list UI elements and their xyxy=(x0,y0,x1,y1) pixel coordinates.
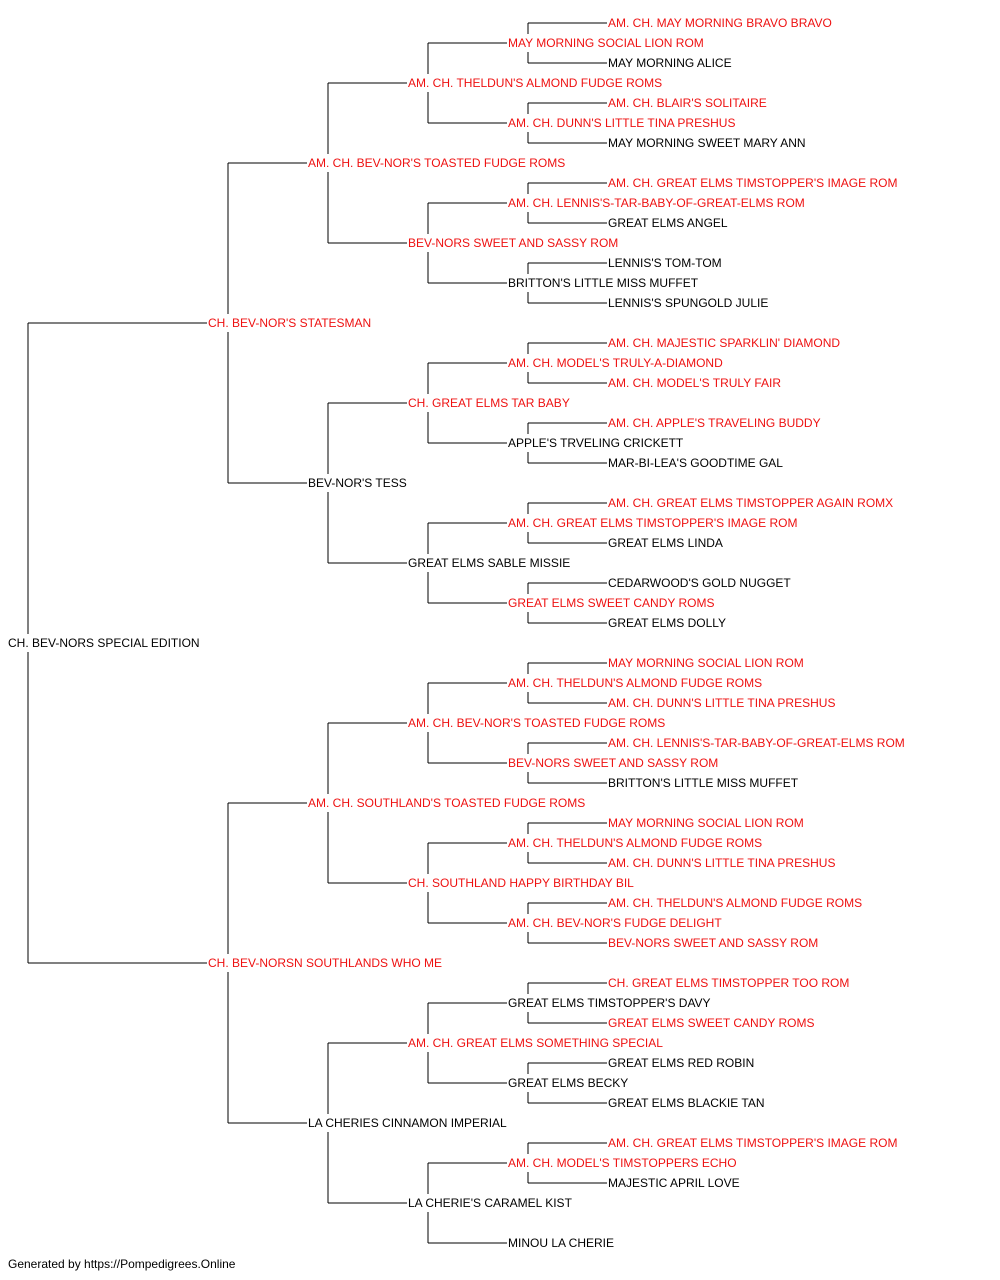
dog-name-gen5: AM. CH. MAJESTIC SPARKLIN' DIAMOND xyxy=(608,336,840,350)
generated-by-footer: Generated by https://Pompedigrees.Online xyxy=(8,1257,236,1271)
dog-name-gen3: AM. CH. THELDUN'S ALMOND FUDGE ROMS xyxy=(408,76,662,90)
dog-name-gen4: AM. CH. GREAT ELMS TIMSTOPPER'S IMAGE RO… xyxy=(508,516,797,530)
dog-name-gen5: GREAT ELMS DOLLY xyxy=(608,616,726,630)
dog-name-gen1: CH. BEV-NORSN SOUTHLANDS WHO ME xyxy=(208,956,442,970)
dog-name-gen3: BEV-NORS SWEET AND SASSY ROM xyxy=(408,236,618,250)
dog-name-gen5: CH. GREAT ELMS TIMSTOPPER TOO ROM xyxy=(608,976,849,990)
dog-name-gen5: AM. CH. MODEL'S TRULY FAIR xyxy=(608,376,781,390)
dog-name-gen4: AM. CH. MODEL'S TRULY-A-DIAMOND xyxy=(508,356,723,370)
dog-name-gen5: BRITTON'S LITTLE MISS MUFFET xyxy=(608,776,799,790)
dog-name-gen5: AM. CH. APPLE'S TRAVELING BUDDY xyxy=(608,416,821,430)
dog-name-gen4: AM. CH. BEV-NOR'S FUDGE DELIGHT xyxy=(508,916,722,930)
dog-name-gen5: AM. CH. GREAT ELMS TIMSTOPPER'S IMAGE RO… xyxy=(608,176,897,190)
dog-name-gen5: AM. CH. MAY MORNING BRAVO BRAVO xyxy=(608,16,832,30)
dog-name-gen1: CH. BEV-NOR'S STATESMAN xyxy=(208,316,371,330)
dog-name-gen5: AM. CH. DUNN'S LITTLE TINA PRESHUS xyxy=(608,696,835,710)
dog-name-gen5: MAR-BI-LEA'S GOODTIME GAL xyxy=(608,456,783,470)
dog-name-gen4: GREAT ELMS TIMSTOPPER'S DAVY xyxy=(508,996,711,1010)
dog-name-gen4: AM. CH. THELDUN'S ALMOND FUDGE ROMS xyxy=(508,676,762,690)
dog-name-gen0: CH. BEV-NORS SPECIAL EDITION xyxy=(8,636,200,650)
dog-name-gen5: MAY MORNING SOCIAL LION ROM xyxy=(608,816,804,830)
dog-name-gen5: LENNIS'S TOM-TOM xyxy=(608,256,722,270)
dog-name-gen5: AM. CH. BLAIR'S SOLITAIRE xyxy=(608,96,767,110)
dog-name-gen4: APPLE'S TRVELING CRICKETT xyxy=(508,436,684,450)
dog-name-gen4: AM. CH. MODEL'S TIMSTOPPERS ECHO xyxy=(508,1156,737,1170)
dog-name-gen4: AM. CH. DUNN'S LITTLE TINA PRESHUS xyxy=(508,116,735,130)
dog-name-gen4: MAY MORNING SOCIAL LION ROM xyxy=(508,36,704,50)
dog-name-gen3: LA CHERIE'S CARAMEL KIST xyxy=(408,1196,573,1210)
dog-name-gen3: AM. CH. GREAT ELMS SOMETHING SPECIAL xyxy=(408,1036,663,1050)
dog-name-gen4: MINOU LA CHERIE xyxy=(508,1236,614,1250)
dog-name-gen2: BEV-NOR'S TESS xyxy=(308,476,407,490)
dog-name-gen4: BEV-NORS SWEET AND SASSY ROM xyxy=(508,756,718,770)
dog-name-gen4: GREAT ELMS BECKY xyxy=(508,1076,628,1090)
dog-name-gen5: AM. CH. DUNN'S LITTLE TINA PRESHUS xyxy=(608,856,835,870)
dog-name-gen5: MAY MORNING SOCIAL LION ROM xyxy=(608,656,804,670)
dog-name-gen5: GREAT ELMS RED ROBIN xyxy=(608,1056,754,1070)
dog-name-gen4: GREAT ELMS SWEET CANDY ROMS xyxy=(508,596,714,610)
dog-name-gen4: AM. CH. LENNIS'S-TAR-BABY-OF-GREAT-ELMS … xyxy=(508,196,805,210)
dog-name-gen5: MAY MORNING SWEET MARY ANN xyxy=(608,136,806,150)
dog-name-gen5: GREAT ELMS SWEET CANDY ROMS xyxy=(608,1016,814,1030)
dog-name-gen3: GREAT ELMS SABLE MISSIE xyxy=(408,556,570,570)
dog-name-gen5: AM. CH. GREAT ELMS TIMSTOPPER'S IMAGE RO… xyxy=(608,1136,897,1150)
dog-name-gen5: MAJESTIC APRIL LOVE xyxy=(608,1176,740,1190)
dog-name-gen5: CEDARWOOD'S GOLD NUGGET xyxy=(608,576,791,590)
dog-name-gen5: GREAT ELMS BLACKIE TAN xyxy=(608,1096,765,1110)
dog-name-gen2: AM. CH. SOUTHLAND'S TOASTED FUDGE ROMS xyxy=(308,796,585,810)
dog-name-gen3: AM. CH. BEV-NOR'S TOASTED FUDGE ROMS xyxy=(408,716,665,730)
dog-name-gen5: AM. CH. GREAT ELMS TIMSTOPPER AGAIN ROMX xyxy=(608,496,893,510)
dog-name-gen4: BRITTON'S LITTLE MISS MUFFET xyxy=(508,276,699,290)
dog-name-gen3: CH. GREAT ELMS TAR BABY xyxy=(408,396,570,410)
dog-name-gen5: AM. CH. LENNIS'S-TAR-BABY-OF-GREAT-ELMS … xyxy=(608,736,905,750)
dog-name-gen5: AM. CH. THELDUN'S ALMOND FUDGE ROMS xyxy=(608,896,862,910)
dog-name-gen2: AM. CH. BEV-NOR'S TOASTED FUDGE ROMS xyxy=(308,156,565,170)
dog-name-gen5: LENNIS'S SPUNGOLD JULIE xyxy=(608,296,768,310)
dog-name-gen5: GREAT ELMS ANGEL xyxy=(608,216,728,230)
pedigree-chart: CH. BEV-NORS SPECIAL EDITION CH. BEV-NOR'… xyxy=(8,16,905,1250)
dog-name-gen5: GREAT ELMS LINDA xyxy=(608,536,723,550)
dog-name-gen4: AM. CH. THELDUN'S ALMOND FUDGE ROMS xyxy=(508,836,762,850)
dog-name-gen5: MAY MORNING ALICE xyxy=(608,56,732,70)
dog-name-gen2: LA CHERIES CINNAMON IMPERIAL xyxy=(308,1116,507,1130)
dog-name-gen5: BEV-NORS SWEET AND SASSY ROM xyxy=(608,936,818,950)
dog-name-gen3: CH. SOUTHLAND HAPPY BIRTHDAY BIL xyxy=(408,876,634,890)
